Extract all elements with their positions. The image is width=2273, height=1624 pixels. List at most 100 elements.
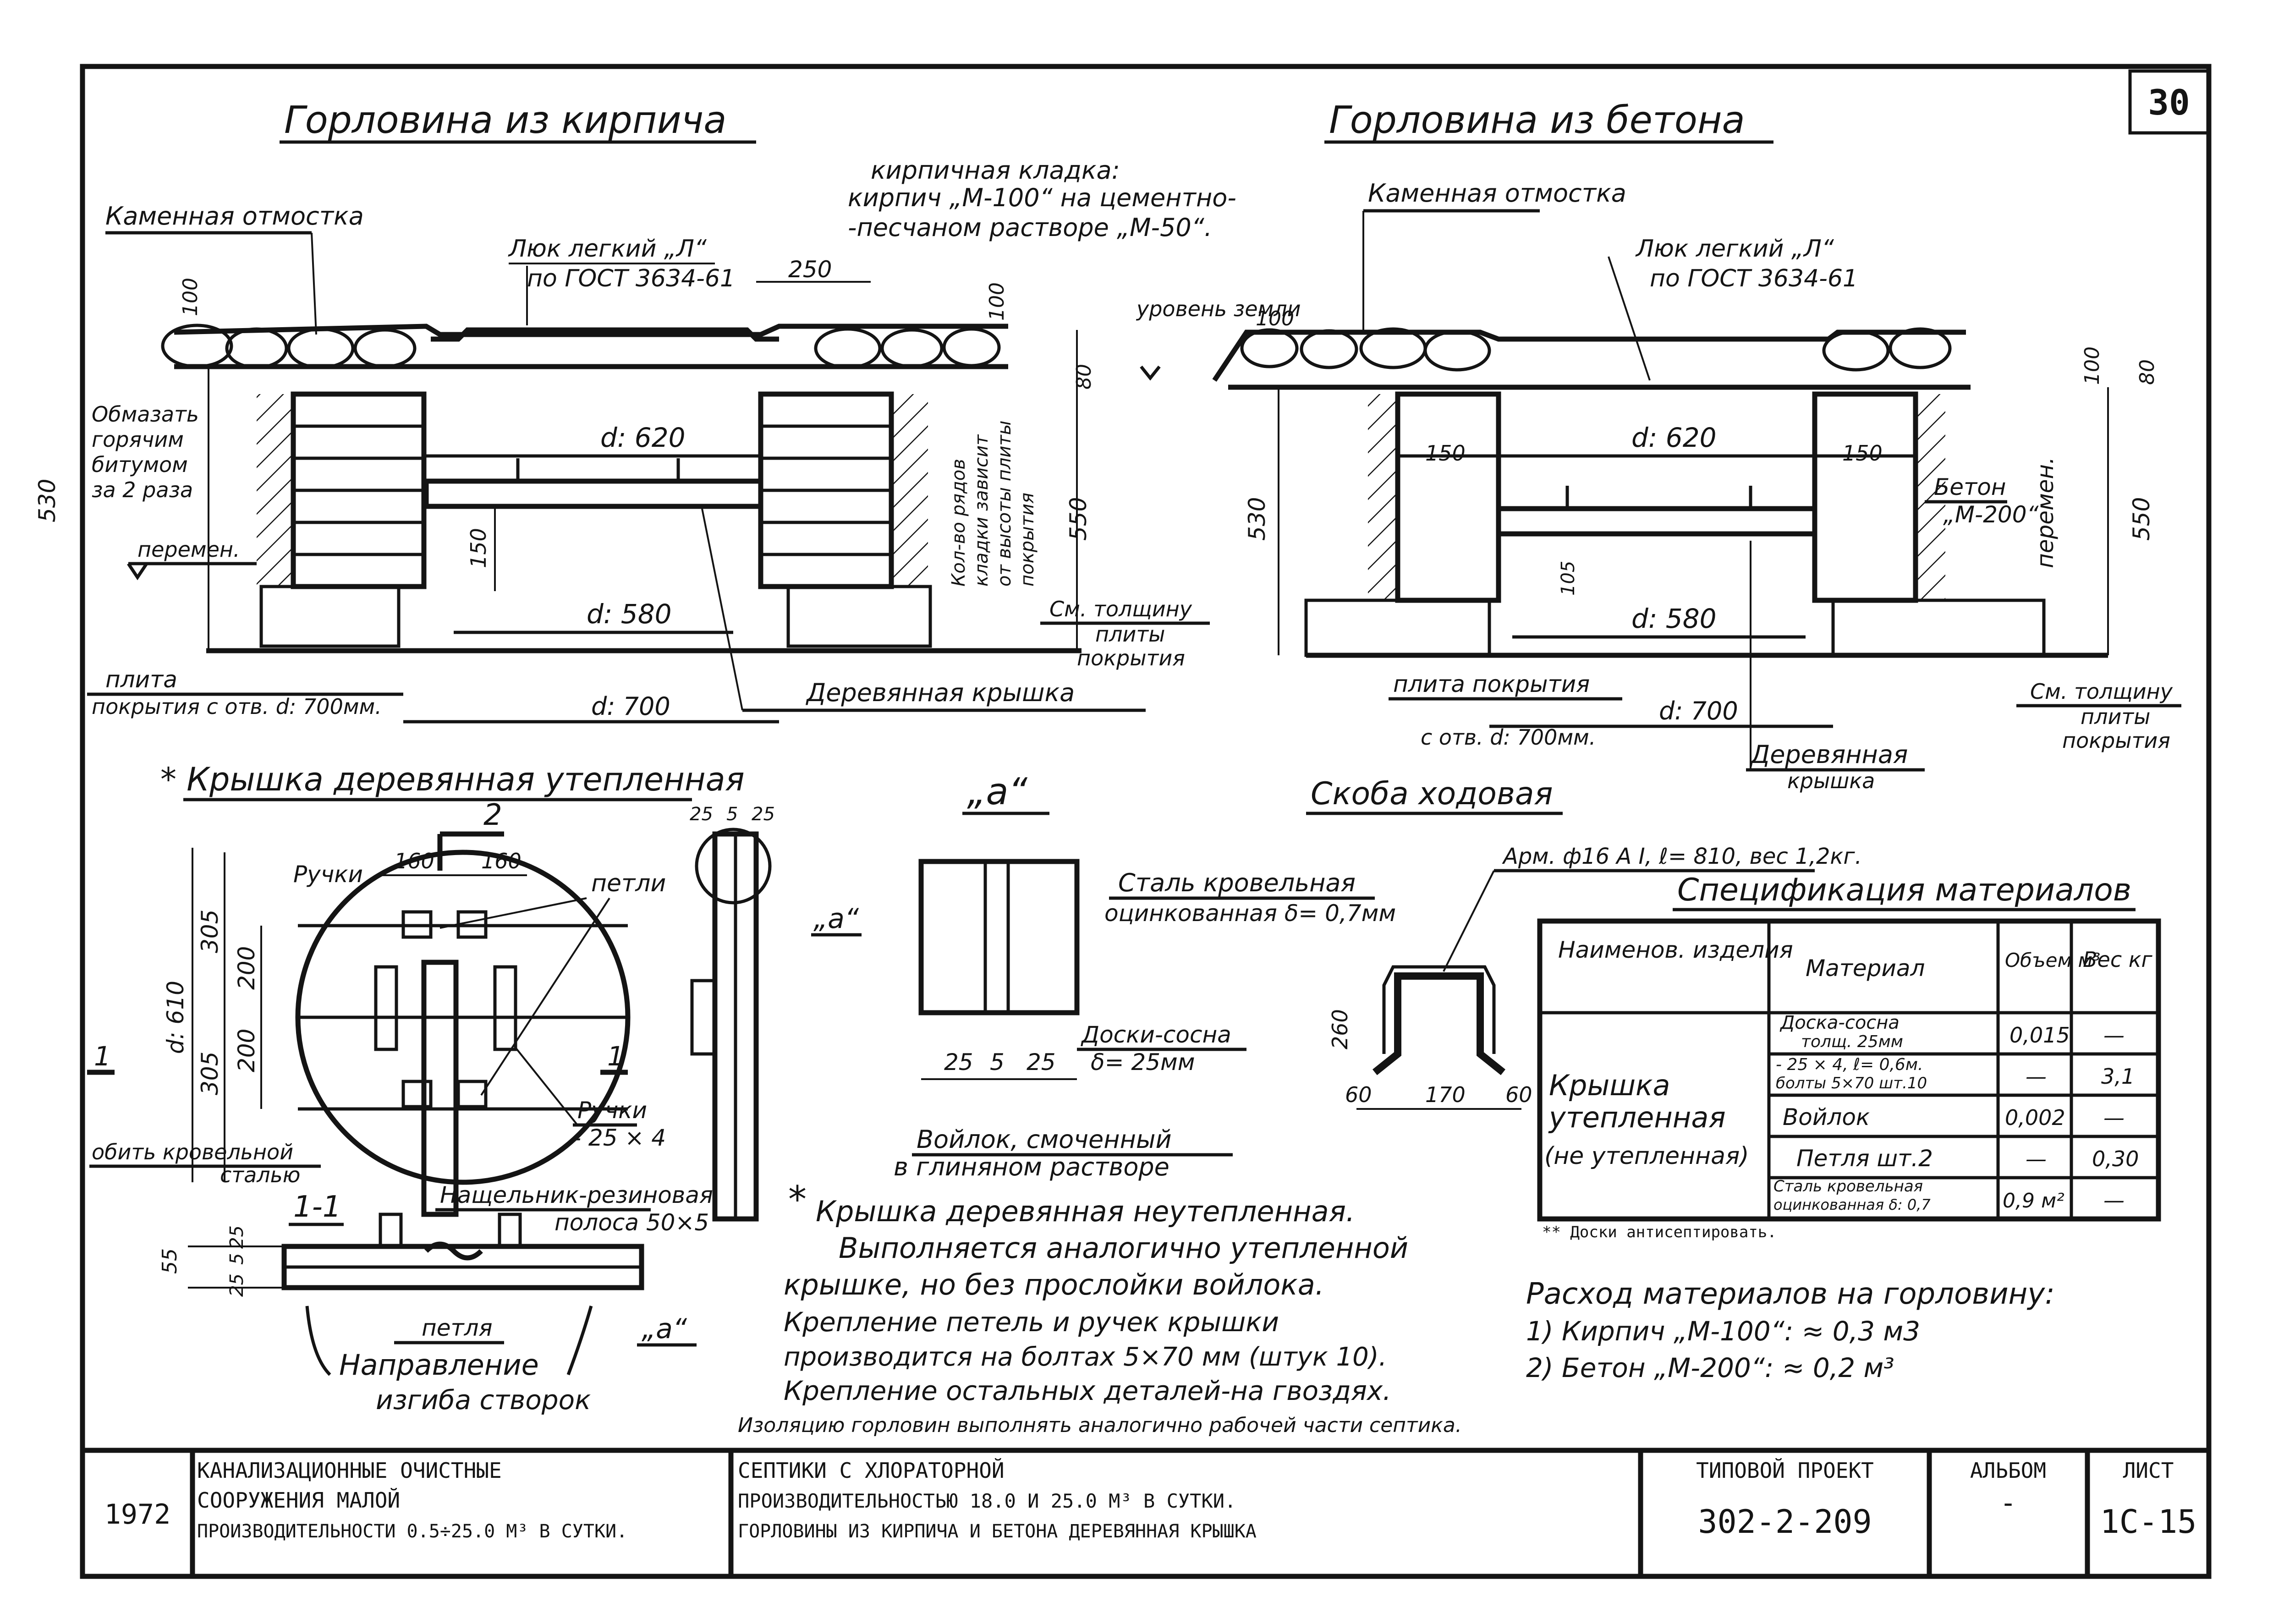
detail-a-felt-1: Войлок, смоченный (917, 1125, 1172, 1154)
concrete-slab-thick-2: плиты (2081, 704, 2151, 729)
svg-text:покрытия: покрытия (1017, 493, 1038, 587)
concrete-stone-paving-1: Каменная отмостка (1368, 179, 1626, 208)
brick-slab-thick-1: См. толщину (1049, 597, 1192, 621)
title-block: 1972 КАНАЛИЗАЦИОННЫЕ ОЧИСТНЫЕ СООРУЖЕНИЯ… (82, 1448, 2209, 1576)
brick-slab-thick-3: покрытия (1077, 646, 1185, 670)
svg-text:Кол-во рядов: Кол-во рядов (948, 459, 969, 587)
tb-year: 1972 (104, 1498, 171, 1531)
lid-section-2: 2 (483, 798, 502, 832)
brick-slab-2: покрытия с отв. d: 700мм. (92, 694, 382, 719)
tb-project-3: ПРОИЗВОДИТЕЛЬНОСТИ 0.5÷25.0 М³ В СУТКИ. (197, 1521, 627, 1542)
s11-dim-25b: 25 (226, 1273, 247, 1297)
spec-row-5-volume: 0,9 м² (2003, 1189, 2064, 1213)
brick-d580: d: 580 (587, 598, 672, 630)
consumption: Расход материалов на горловину: 1) Кирпи… (1526, 1277, 2055, 1383)
rung-dim-60b: 60 (1505, 1082, 1532, 1107)
brick-d700: d: 700 (591, 692, 670, 721)
notes-line-4: Крепление петель и ручек крышки (784, 1306, 1279, 1338)
spec-row-5-material-b: оцинкованная δ: 0,7 (1773, 1196, 1931, 1213)
spec-row-5-material-a: Сталь кровельная (1773, 1177, 1923, 1196)
concrete-d580: d: 580 (1631, 603, 1717, 634)
brick-masonry-line-1: кирпичная кладка: (871, 156, 1120, 185)
brick-dim-250: 250 (788, 256, 832, 283)
detail-a-title: „а“ (967, 770, 1027, 813)
spec-header-item: Наименов. изделия (1558, 937, 1793, 963)
lid-dim-160a: 160 (394, 849, 434, 873)
spec-row-2-weight: 3,1 (2101, 1064, 2135, 1089)
brick-ground-level: уровень земли (1136, 296, 1301, 321)
tb-album-label: АЛЬБОМ (1970, 1458, 2046, 1483)
concrete-slab-thick-3: покрытия (2062, 728, 2170, 753)
spec-row-3-volume: 0,002 (2005, 1105, 2065, 1130)
sheet-number-box (2128, 69, 2210, 135)
concrete-dim-150-right: 150 (1842, 441, 1883, 466)
concrete-hatch-1: Люк легкий „Л“ (1635, 235, 1834, 263)
detail-a-dim-25b: 25 (1027, 1049, 1056, 1075)
lid-diameter: d: 610 (162, 981, 189, 1054)
gasket-1: Нащельник-резиновая (440, 1182, 713, 1208)
brick-hatch-line-2: по ГОСТ 3634-61 (527, 265, 735, 292)
tb-typical-label: ТИПОВОЙ ПРОЕКТ (1696, 1458, 1874, 1483)
lid-handles: Ручки (293, 861, 363, 888)
detail-a-dim-5: 5 (990, 1049, 1005, 1075)
concrete-wooden-lid-2: крышка (1787, 768, 1875, 793)
spec-row-1-material-a: Доска-сосна (1779, 1012, 1900, 1033)
tb-sheet-value: 1С-15 (2100, 1503, 2197, 1541)
detail-a-boards-1: Доски-сосна (1081, 1021, 1231, 1048)
spec-header-material: Материал (1806, 955, 1925, 982)
concrete-slab-2: с отв. d: 700мм. (1421, 725, 1596, 750)
tb-typical-value: 302-2-209 (1698, 1503, 1872, 1541)
brick-dim-100: 100 (179, 278, 202, 316)
lid-dim-305b: 305 (197, 1052, 223, 1095)
brick-dim-100-right: 100 (985, 282, 1009, 321)
brick-bitumen-3: битумом (92, 452, 188, 477)
spec-row-4-volume: — (2026, 1147, 2047, 1171)
spec-header-volume: Объем м³ (2005, 949, 2100, 971)
spec-row-1-weight: — (2103, 1023, 2125, 1048)
direction-1: Направление (339, 1348, 539, 1382)
s11-dim-55: 55 (158, 1248, 181, 1274)
section-1-1-title: 1-1 (293, 1190, 341, 1224)
tb-drawing-1: СЕПТИКИ С ХЛОРАТОРНОЙ (738, 1458, 1005, 1483)
brick-rows-note: Кол-во рядов кладки зависит от высоты пл… (948, 421, 1038, 587)
detail-a-steel-2: оцинкованная δ= 0,7мм (1104, 900, 1396, 927)
gasket-2: полоса 50×5 (555, 1209, 709, 1236)
spec-row-1-volume: 0,015 (2009, 1023, 2070, 1048)
spec-table: Спецификация материалов Наименов. издели… (1537, 872, 2161, 1241)
concrete-grade-2: „М-200“ (1943, 501, 2039, 528)
rung-dim-60a: 60 (1345, 1082, 1372, 1107)
tb-album-value: - (2000, 1487, 2016, 1519)
notes-line-2: Выполняется аналогично утепленной (839, 1231, 1408, 1265)
concrete-dim-105: 105 (1558, 561, 1579, 596)
tb-drawing-2: ПРОИЗВОДИТЕЛЬНОСТЬЮ 18.0 И 25.0 М³ В СУТ… (738, 1490, 1236, 1512)
concrete-wooden-lid (1496, 506, 1817, 537)
lid-handles-spec-2: - 25 × 4 (573, 1125, 666, 1151)
rung-spec: Арм. ф16 А I, ℓ= 810, вес 1,2кг. (1502, 844, 1862, 869)
concrete-d700: d: 700 (1659, 697, 1738, 725)
detail-a-felt-2: в глиняном растворе (894, 1152, 1169, 1181)
concrete-dim-150-left: 150 (1425, 441, 1466, 466)
concrete-dim-550: 550 (2128, 497, 2155, 541)
concrete-hatch-2: по ГОСТ 3634-61 (1650, 265, 1858, 292)
section-1-1: 1-1 Нащельник-резиновая полоса 50×5 25 5… (158, 1182, 713, 1416)
notes-line-3: крышке, но без прослойки войлока. (784, 1268, 1324, 1301)
brick-masonry-line-2: кирпич „М-100“ на цементно- (848, 183, 1236, 212)
lid-dim-305a: 305 (197, 910, 223, 953)
lid-roof-steel-1: обить кровельной (92, 1140, 293, 1164)
concrete-dim-100-right: 100 (2081, 346, 2104, 385)
tb-project-1: КАНАЛИЗАЦИОННЫЕ ОЧИСТНЫЕ (197, 1458, 502, 1483)
concrete-wall-left (1395, 391, 1501, 603)
concrete-wall-right (1812, 391, 1918, 603)
spec-row-2-material-a: - 25 × 4, ℓ= 0,6м. (1776, 1055, 1923, 1074)
svg-text:кладки зависит: кладки зависит (971, 434, 992, 587)
tb-sheet-label: ЛИСТ (2123, 1458, 2174, 1483)
spec-row-3-weight: — (2103, 1105, 2125, 1130)
notes-star: * (788, 1178, 807, 1221)
brick-hatch-line-1: Люк легкий „Л“ (508, 235, 707, 263)
detail-a-steel-1: Сталь кровельная (1118, 868, 1356, 897)
spec-footnote: ** Доски антисептировать. (1542, 1223, 1777, 1241)
concrete-slab-thick-1: См. толщину (2030, 679, 2173, 704)
s11-ref-a: „а“ (642, 1313, 687, 1345)
rung: Скоба ходовая Арм. ф16 А I, ℓ= 810, вес … (1306, 776, 1862, 1110)
tb-drawing-3: ГОРЛОВИНЫ ИЗ КИРПИЧА И БЕТОНА ДЕРЕВЯННАЯ… (738, 1521, 1257, 1542)
